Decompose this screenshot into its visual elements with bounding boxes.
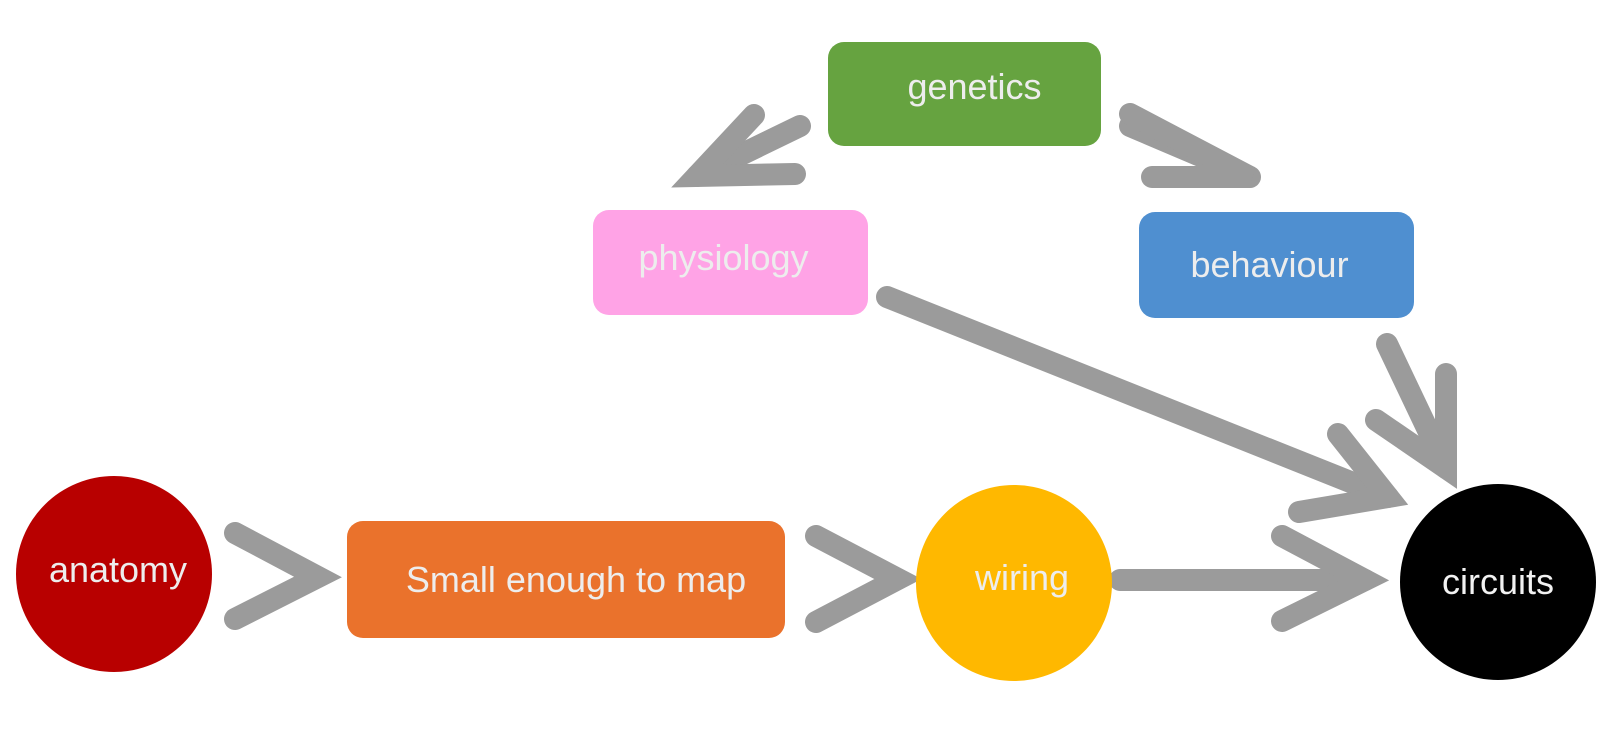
node-physiology: physiology <box>593 210 868 315</box>
arrow-physiology-to-circuits <box>876 286 1409 523</box>
arrow-genetics-to-physiology <box>671 104 811 188</box>
node-wiring-label: wiring <box>974 557 1070 598</box>
node-genetics-label: genetics <box>907 66 1042 107</box>
node-wiring: wiring <box>916 485 1112 681</box>
node-small-enough-to-map-label: Small enough to map <box>405 558 747 600</box>
arrow-wiring-to-circuits <box>1109 525 1390 632</box>
node-behaviour: behaviour <box>1139 212 1414 318</box>
node-circuits-label: circuits <box>1441 561 1554 602</box>
node-genetics: genetics <box>828 42 1101 146</box>
arrow-anatomy-to-small <box>224 522 342 630</box>
node-anatomy-label: anatomy <box>48 549 188 590</box>
node-behaviour-label: behaviour <box>1190 244 1349 285</box>
arrow-behaviour-to-circuits <box>1365 333 1457 489</box>
node-small-enough-to-map: Small enough to map <box>347 521 785 638</box>
node-anatomy: anatomy <box>16 476 212 672</box>
node-circuits: circuits <box>1400 484 1596 680</box>
node-physiology-label: physiology <box>638 236 809 278</box>
arrow-small-to-wiring <box>805 525 922 633</box>
arrow-genetics-to-behaviour <box>1119 103 1261 188</box>
